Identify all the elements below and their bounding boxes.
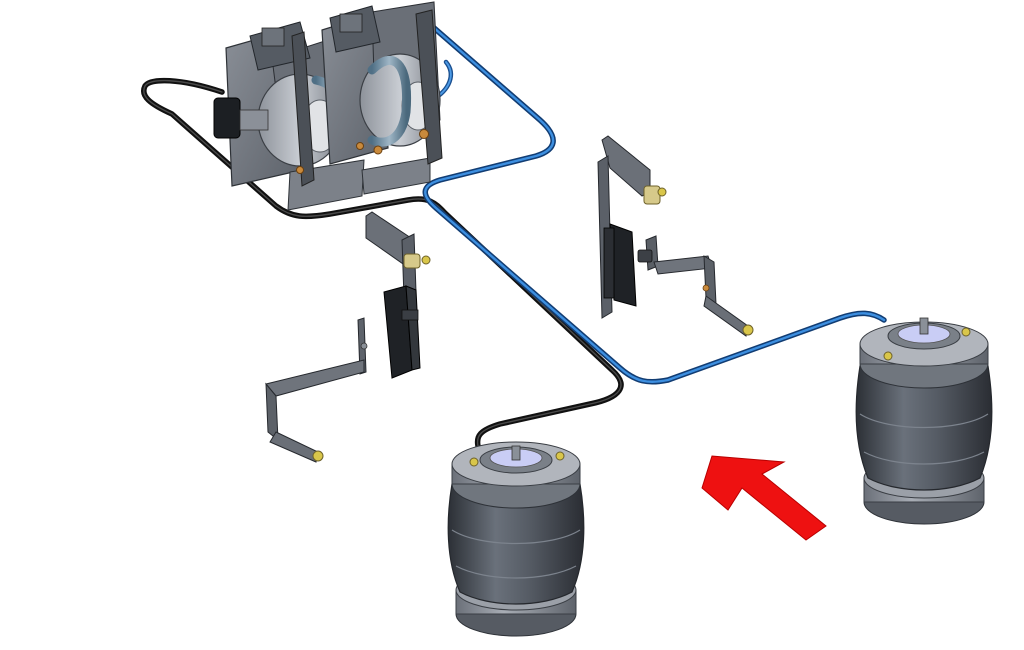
air-spring-front	[447, 441, 585, 637]
direction-arrow	[701, 455, 827, 541]
height-valve-left	[265, 211, 431, 463]
blue-air-line	[377, 7, 887, 385]
air-spring-rear	[855, 317, 993, 525]
height-valve-right	[597, 135, 754, 337]
black-air-line	[141, 77, 624, 449]
compressor-right	[321, 1, 443, 195]
